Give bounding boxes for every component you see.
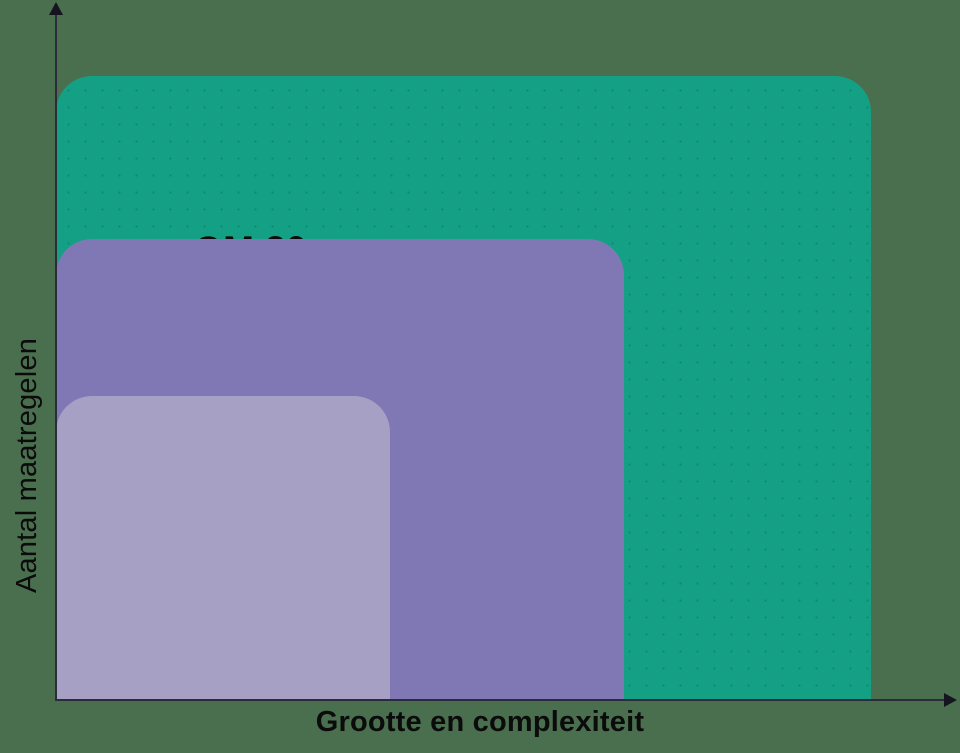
x-axis-line xyxy=(56,699,954,701)
y-axis-title: Aantal maatregelen xyxy=(8,205,48,725)
y-axis-title-text: Aantal maatregelen xyxy=(11,337,44,593)
x-axis-title: Grootte en complexiteit xyxy=(315,706,645,738)
y-axis-line xyxy=(55,12,57,701)
y-axis-arrow-icon xyxy=(49,2,63,15)
level-rect-qm10[interactable]: QM 10 xyxy=(56,396,390,700)
x-axis-arrow-icon xyxy=(944,693,957,707)
